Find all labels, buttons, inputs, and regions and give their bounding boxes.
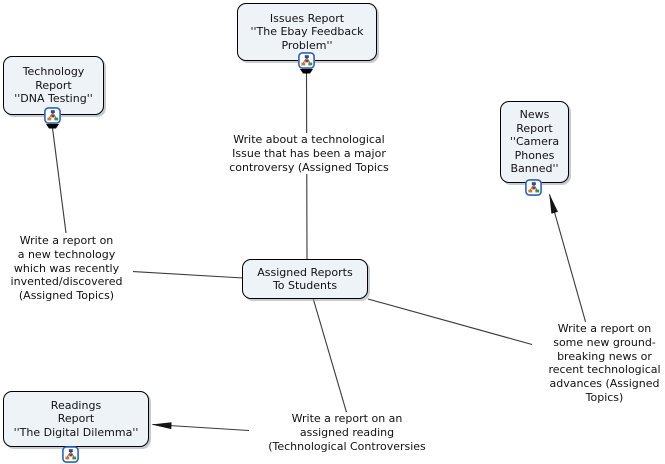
concept-node-issues-report[interactable]: Issues Report ''The Ebay Feedback Proble… [237,3,377,61]
concept-node-readings-report[interactable]: Readings Report ''The Digital Dilemma'' [3,391,149,447]
concept-node-label: Readings Report ''The Digital Dilemma'' [13,398,139,439]
cmap-resource-icon[interactable] [62,446,79,463]
linking-phrase-news[interactable]: Write a report on some new ground- break… [532,322,665,405]
cmap-resource-icon[interactable] [44,107,61,124]
concept-node-assigned-reports[interactable]: Assigned Reports To Students [242,259,368,299]
technology-icon-stand [46,124,59,129]
link-center-to-readings-phrase [312,297,348,415]
link-center-to-technology-phrase [123,270,244,279]
concept-node-news-report[interactable]: News Report ''Camera Phones Banned'' [500,101,569,183]
concept-node-technology-report[interactable]: Technology Report ''DNA Testing'' [3,56,104,115]
link-center-to-news-phrase [367,298,542,348]
concept-node-label: Issues Report ''The Ebay Feedback Proble… [250,11,364,52]
concept-node-label: Technology Report ''DNA Testing'' [14,65,93,106]
cmap-resource-icon[interactable] [298,52,315,69]
cmap-resource-icon[interactable] [525,179,542,196]
issues-icon-stand [300,69,313,74]
concept-node-label: Assigned Reports To Students [257,265,353,293]
linking-phrase-readings[interactable]: Write a report on an assigned reading (T… [249,412,445,454]
concept-node-label: News Report ''Camera Phones Banned'' [509,108,560,176]
link-technology-phrase-to-node [51,127,67,234]
link-readings-phrase-to-node [151,422,258,432]
linking-phrase-technology[interactable]: Write a report on a new technology which… [0,234,133,303]
linking-phrase-issues[interactable]: Write about a technological Issue that h… [212,133,406,175]
link-news-phrase-to-node [548,193,588,328]
